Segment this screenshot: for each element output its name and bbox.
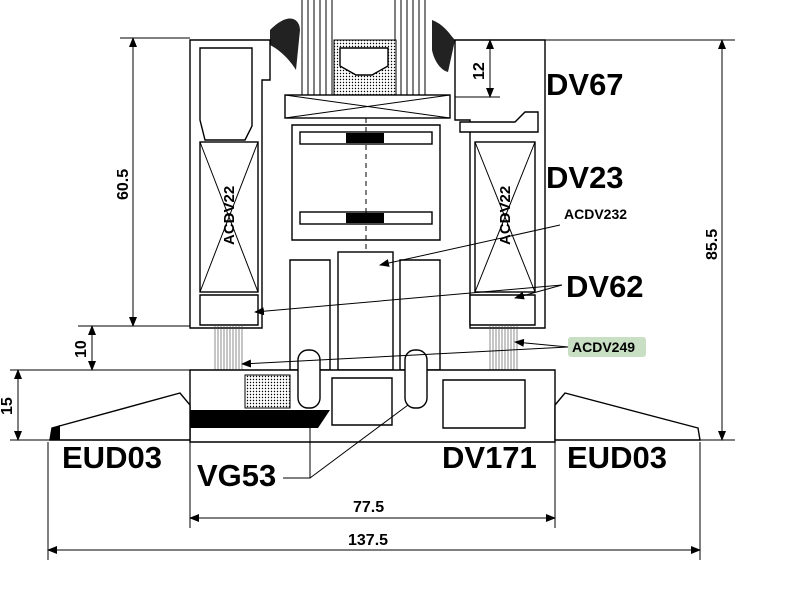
- eud03-right-ramp: [554, 392, 701, 441]
- label-dv67: DV67: [546, 67, 624, 102]
- label-acdv22-right: ACDV22: [497, 186, 514, 245]
- dim-137-5: 137.5: [348, 532, 388, 549]
- label-eud03-right: EUD03: [567, 440, 667, 475]
- dim-12: 12: [471, 62, 488, 80]
- dim-15: 15: [0, 397, 16, 415]
- dim-77-5: 77.5: [353, 499, 384, 516]
- gasket-left: [270, 18, 300, 70]
- label-dv171: DV171: [442, 440, 537, 475]
- vg53-gasket: [180, 410, 330, 428]
- eud03-left-ramp: [49, 392, 191, 441]
- label-vg53: VG53: [197, 458, 276, 493]
- dim-85-5: 85.5: [704, 229, 721, 260]
- label-dv23: DV23: [546, 160, 624, 195]
- gasket-right: [432, 20, 455, 72]
- label-acdv22-left: ACDV22: [221, 186, 238, 245]
- glazing: [270, 0, 455, 119]
- dim-10: 10: [73, 340, 90, 358]
- acdv249-highlight: [568, 337, 646, 357]
- label-acdv232: ACDV232: [564, 206, 627, 222]
- sill-profile-dv171: [49, 349, 701, 443]
- label-eud03-left: EUD03: [62, 440, 162, 475]
- label-acdv249: ACDV249: [572, 339, 635, 355]
- label-dv62: DV62: [566, 269, 644, 304]
- dim-60-5: 60.5: [115, 169, 132, 200]
- frame-profile-dv23: [189, 39, 546, 371]
- leader-lines: [241, 224, 569, 479]
- dimensions: [10, 37, 735, 560]
